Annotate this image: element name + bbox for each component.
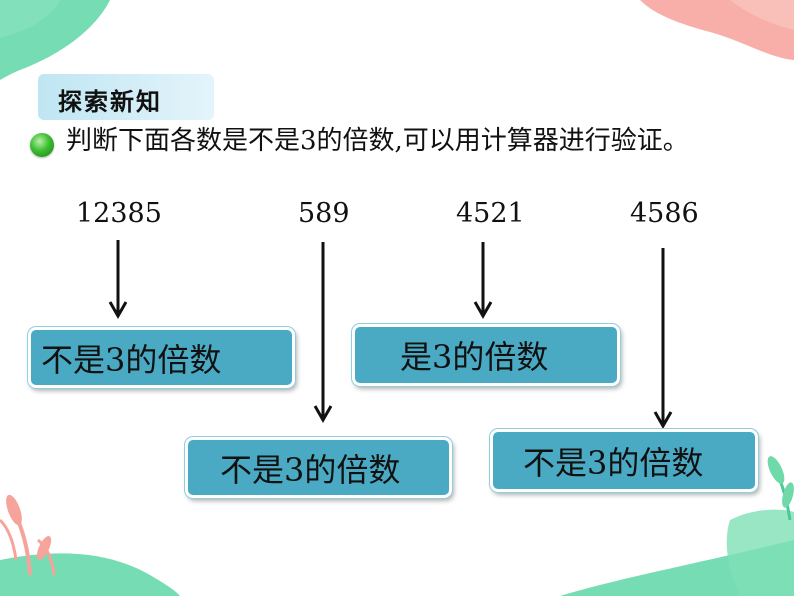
result-box-3: 是3的倍数: [352, 324, 620, 386]
result-box-2: 不是3的倍数: [185, 437, 452, 498]
result-label-1: 不是3的倍数: [41, 335, 221, 381]
result-label-2: 不是3的倍数: [220, 445, 400, 491]
result-box-1: 不是3的倍数: [28, 327, 295, 388]
result-box-4: 不是3的倍数: [490, 429, 758, 492]
result-label-3: 是3的倍数: [400, 332, 548, 378]
result-label-4: 不是3的倍数: [523, 438, 703, 484]
